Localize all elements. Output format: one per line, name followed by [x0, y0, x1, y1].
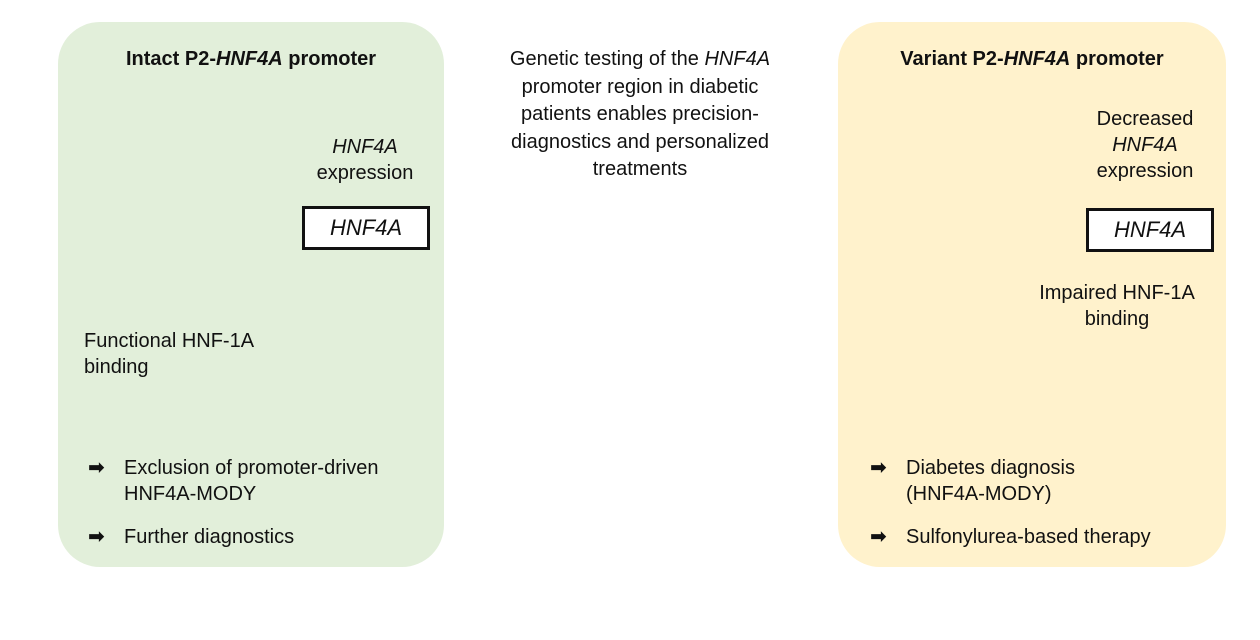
genetic-testing-caption: Genetic testing of the HNF4A promoter re…: [509, 48, 771, 180]
variant-star-icon: [982, 197, 1004, 218]
arrow-right-icon: ➡: [88, 457, 105, 479]
arrow-right-icon: ➡: [870, 526, 887, 548]
bullet-diabetes-diagnosis: ➡Diabetes diagnosis(HNF4A-MODY): [870, 457, 1075, 505]
variant-panel-title: Variant P2-HNF4A promoter: [900, 48, 1164, 70]
bullet-sulfonylurea-therapy: ➡Sulfonylurea-based therapy: [870, 526, 1151, 548]
arrow-right-icon: ➡: [88, 526, 105, 548]
bullet-further-diagnostics: ➡Further diagnostics: [88, 526, 295, 548]
hnf4a-gene-box-variant: HNF4A: [1086, 208, 1214, 252]
hnf4a-gene-box: HNF4A: [302, 206, 430, 250]
arrow-right-icon: ➡: [870, 457, 887, 479]
variant-promoter-panel: [838, 22, 1226, 567]
intact-promoter-panel: [58, 22, 444, 567]
intact-panel-title: Intact P2-HNF4A promoter: [125, 48, 377, 70]
